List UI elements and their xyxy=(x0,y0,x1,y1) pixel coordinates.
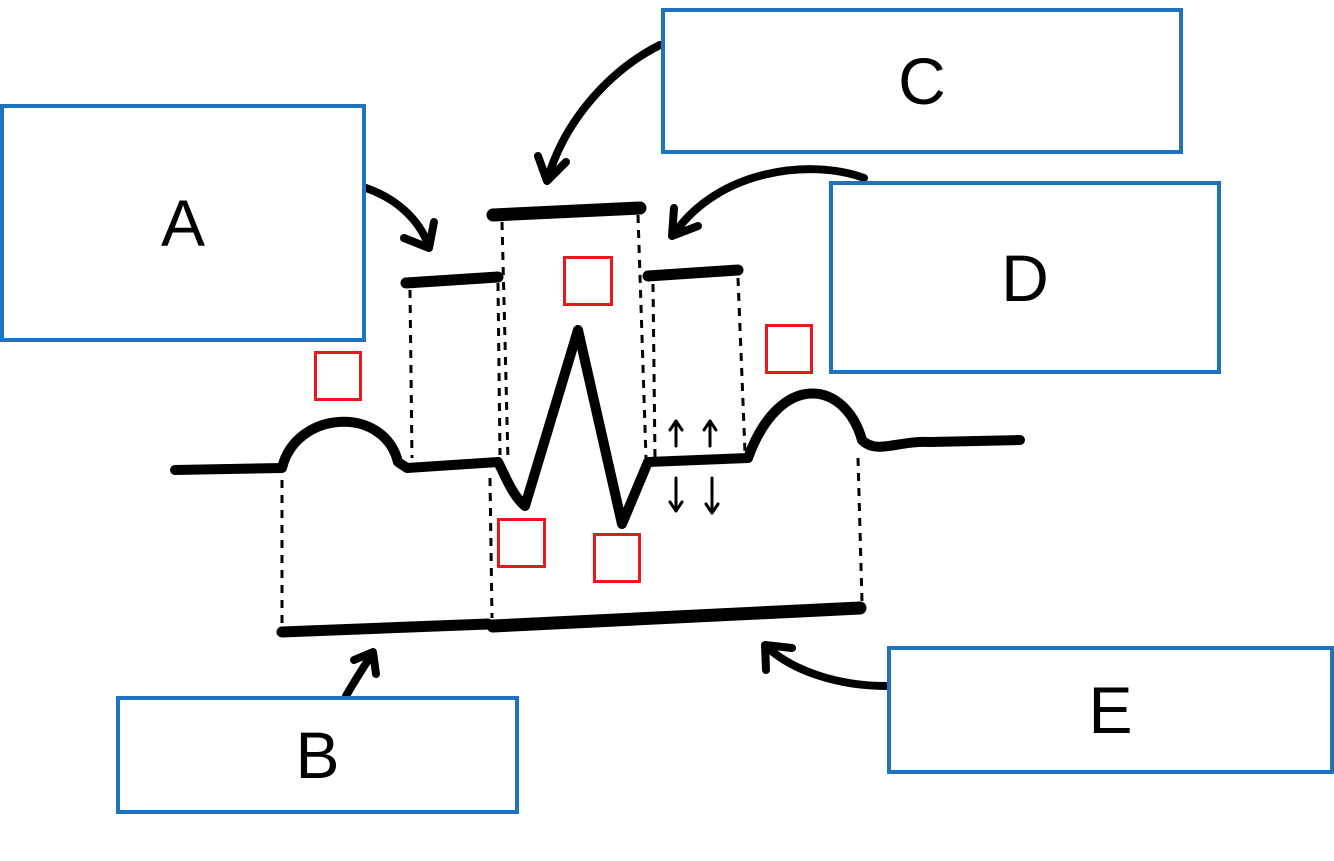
interval-bar-pr-interval xyxy=(276,618,494,638)
answer-box-r-wave[interactable] xyxy=(563,256,613,306)
answer-box-p-wave[interactable] xyxy=(314,351,362,401)
down-arrow-icon xyxy=(704,476,720,515)
guide-line xyxy=(500,221,510,461)
up-arrow-icon xyxy=(702,419,718,448)
label-box-e: E xyxy=(887,646,1334,774)
guide-line xyxy=(636,214,648,459)
guide-line xyxy=(736,277,747,453)
ecg-trace xyxy=(170,325,1025,529)
answer-box-t-wave[interactable] xyxy=(765,324,813,374)
pointer-arrow-b xyxy=(342,648,380,700)
label-box-a: A xyxy=(0,104,366,342)
label-e: E xyxy=(1088,673,1133,747)
label-c: C xyxy=(898,44,946,118)
label-box-c: C xyxy=(661,8,1183,154)
answer-box-s-wave[interactable] xyxy=(593,533,641,583)
pointer-arrow-d xyxy=(668,165,868,240)
label-box-b: B xyxy=(116,696,519,814)
guide-line xyxy=(651,283,657,459)
interval-bar-pr-segment xyxy=(400,271,504,289)
pointer-arrow-a xyxy=(362,184,438,252)
guide-line xyxy=(856,457,864,603)
label-d: D xyxy=(1001,240,1049,315)
guide-line xyxy=(408,289,414,459)
guide-line xyxy=(488,477,494,619)
interval-bar-qt-interval xyxy=(486,601,867,633)
guide-line xyxy=(496,282,502,456)
label-a: A xyxy=(160,186,206,260)
down-arrow-icon xyxy=(668,476,684,513)
up-arrow-icon xyxy=(668,419,684,448)
answer-box-q-wave[interactable] xyxy=(497,518,546,568)
label-box-d: D xyxy=(829,181,1221,374)
pointer-arrow-e xyxy=(761,641,890,690)
pointer-arrow-c xyxy=(534,41,664,185)
interval-bar-qrs xyxy=(486,201,647,222)
label-b: B xyxy=(295,718,340,792)
interval-bar-st-segment xyxy=(642,264,744,282)
